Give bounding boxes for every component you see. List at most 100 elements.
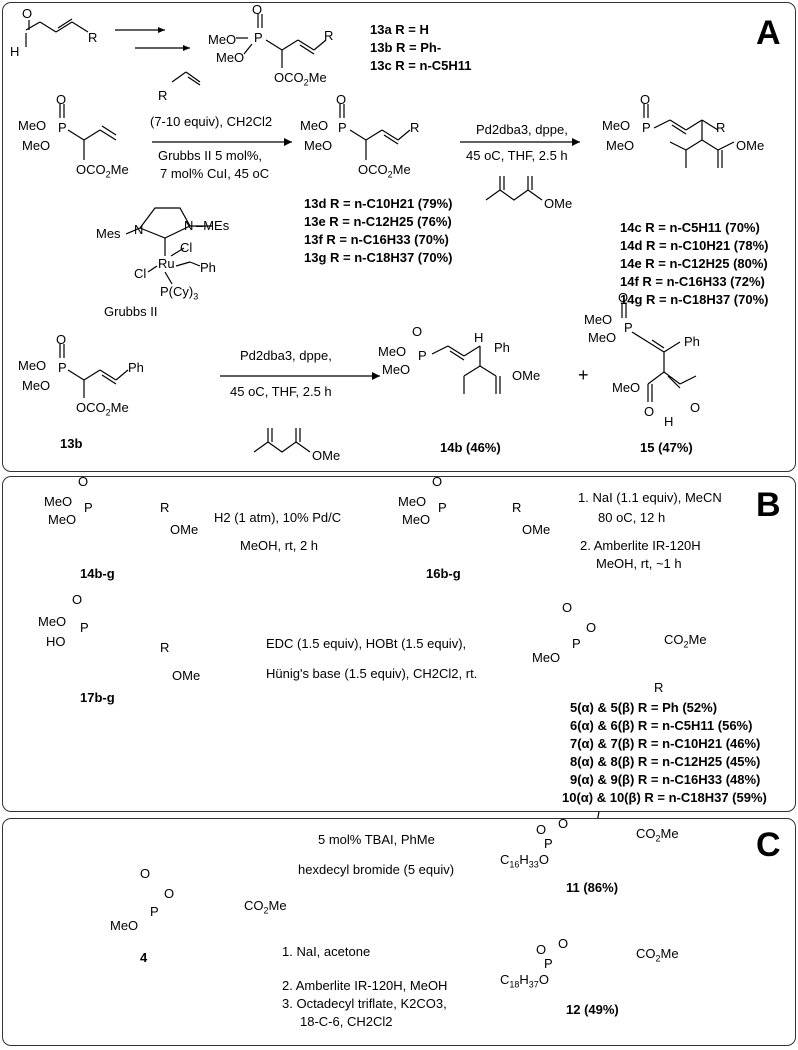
- atom-p-allyl: P: [58, 120, 67, 135]
- atom-meo-16bg-2: MeO: [402, 512, 431, 527]
- atom-meo-ring-4: MeO: [110, 918, 139, 933]
- atom-pcy3: P(Cy)3: [160, 284, 199, 302]
- atom-o-ring-12: O: [558, 936, 569, 951]
- condition-row3-top: Pd2dba3, dppe,: [240, 348, 332, 363]
- atom-oco2me-13d: OCO2Me: [358, 162, 411, 180]
- atom-meo-15-1: MeO: [584, 312, 613, 327]
- atom-o-14bg: O: [78, 474, 89, 489]
- atom-r-14: R: [716, 120, 726, 135]
- enal-structure: [25, 18, 89, 47]
- atom-co2me-ring-12: CO2Me: [636, 946, 679, 964]
- atom-ome-14b: OMe: [512, 368, 541, 383]
- atom-o-15b: O: [644, 404, 655, 419]
- atom-o-16bg: O: [432, 474, 443, 489]
- keto-ester-structure-14b: [431, 345, 501, 394]
- condition-hydrogenation-bottom: MeOH, rt, 2 h: [240, 538, 319, 553]
- panel-b: [2, 476, 796, 812]
- condition-hydrogenation-top: H2 (1 atm), 10% Pd/C: [214, 510, 342, 525]
- product-14b: 14b (46%): [440, 440, 501, 455]
- atom-o-ring-b: O: [586, 620, 597, 635]
- product-7: 7(α) & 7(β) R = n-C10H21 (46%): [570, 736, 761, 751]
- atom-o-15: O: [618, 290, 629, 305]
- atom-p-16bg: P: [438, 500, 447, 515]
- atom-meo-13b-r3-1: MeO: [18, 358, 47, 373]
- terminal-alkene-structure: [171, 71, 201, 86]
- atom-o-13b-r3: O: [56, 332, 67, 347]
- atom-r-ring-b: R: [654, 680, 664, 695]
- atom-o-13: O: [252, 2, 263, 17]
- atom-r-13: R: [324, 28, 334, 43]
- atom-o-allyl: O: [56, 92, 67, 107]
- panel-a: [2, 2, 796, 472]
- atom-meo-13b-r3-2: MeO: [22, 378, 51, 393]
- atom-meo-13d-2: MeO: [304, 138, 333, 153]
- atom-o-14: O: [640, 92, 651, 107]
- atom-h-14b: H: [474, 330, 484, 345]
- product-13d: 13d R = n-C10H21 (79%): [304, 196, 453, 211]
- phosphonate-structure-13d: [339, 104, 411, 160]
- atom-meo-15-3: MeO: [612, 380, 641, 395]
- atom-p-13b-r3: P: [58, 360, 67, 375]
- atom-p-14: P: [642, 120, 651, 135]
- atom-r-enal: R: [88, 30, 98, 45]
- atom-o-ring-4: O: [164, 886, 175, 901]
- product-14e: 14e R = n-C12H25 (80%): [620, 256, 768, 271]
- product-5: 5(α) & 5(β) R = Ph (52%): [570, 700, 718, 715]
- product-13g: 13g R = n-C18H37 (70%): [304, 250, 453, 265]
- condition-metathesis-b2: 7 mol% CuI, 45 oC: [160, 166, 270, 181]
- product-9: 9(α) & 9(β) R = n-C16H33 (48%): [570, 772, 761, 787]
- atom-meo-14-2: MeO: [606, 138, 635, 153]
- product-14g: 14g R = n-C18H37 (70%): [620, 292, 769, 307]
- atom-p-ring-11: P: [544, 836, 553, 851]
- atom-co2me-ring-11: CO2Me: [636, 826, 679, 844]
- methyl-acetoacetate-structure-2: [253, 428, 311, 453]
- condition-row3-bottom: 45 oC, THF, 2.5 h: [230, 384, 332, 399]
- atom-r-13d: R: [410, 120, 420, 135]
- atom-p-15: P: [624, 320, 633, 335]
- condition-dealkylation-3: 2. Amberlite IR-120H: [580, 538, 701, 553]
- atom-ome-acac: OMe: [544, 196, 573, 211]
- product-10: 10(α) & 10(β) R = n-C18H37 (59%): [562, 790, 767, 805]
- product-15: 15 (47%): [640, 440, 693, 455]
- condition-triflate-1: 1. NaI, acetone: [282, 944, 371, 959]
- compound-label-17bg: 17b-g: [80, 690, 115, 705]
- atom-n-2: N: [184, 218, 194, 233]
- atom-meo-16bg-1: MeO: [398, 494, 427, 509]
- product-label-13a: 13a R = H: [370, 22, 429, 37]
- condition-triflate-3: 3. Octadecyl triflate, K2CO3,: [282, 996, 447, 1011]
- product-14c: 14c R = n-C5H11 (70%): [620, 220, 760, 235]
- atom-o-14b: O: [412, 324, 423, 339]
- compound-label-4: 4: [140, 950, 148, 965]
- product-14d: 14d R = n-C10H21 (78%): [620, 238, 769, 253]
- atom-o-17bg: O: [72, 592, 83, 607]
- atom-o-exo-12: O: [536, 942, 547, 957]
- compound-label-16bg: 16b-g: [426, 566, 461, 581]
- atom-meo-14bg-2: MeO: [48, 512, 77, 527]
- atom-co2me-ring-b: CO2Me: [664, 632, 707, 650]
- atom-meo-13b: MeO: [216, 50, 245, 65]
- atom-meo-14b-2: MeO: [382, 362, 411, 377]
- phosphonate-structure-13: [236, 14, 327, 68]
- atom-ome-17bg: OMe: [172, 668, 201, 683]
- product-8: 8(α) & 8(β) R = n-C12H25 (45%): [570, 754, 761, 769]
- panel-c: [2, 818, 796, 1046]
- atom-r-16bg: R: [512, 500, 522, 515]
- product-11: 11 (86%): [566, 880, 619, 895]
- atom-meo-13a: MeO: [208, 32, 237, 47]
- atom-mes-2: –MEs: [196, 218, 230, 233]
- atom-cl-2: Cl: [134, 266, 147, 281]
- atom-co2me-ring-4: CO2Me: [244, 898, 287, 916]
- atom-oco2me-allyl: OCO2Me: [76, 162, 129, 180]
- atom-o-exo-11: O: [536, 822, 547, 837]
- condition-cyclization-top: EDC (1.5 equiv), HOBt (1.5 equiv),: [266, 636, 467, 651]
- product-13f: 13f R = n-C16H33 (70%): [304, 232, 449, 247]
- condition-metathesis-top: (7-10 equiv), CH2Cl2: [150, 114, 273, 129]
- enol-structure-15: [621, 304, 697, 402]
- atom-ho-17bg: HO: [46, 634, 66, 649]
- condition-alkylation-top: 5 mol% TBAI, PhMe: [318, 832, 435, 847]
- product-14f: 14f R = n-C16H33 (72%): [620, 274, 765, 289]
- atom-meo-14bg-1: MeO: [44, 494, 73, 509]
- atom-c16-ring-11: C16H33O: [500, 852, 549, 870]
- atom-o-exo-4: O: [140, 866, 151, 881]
- atom-oco2me-13b-r3: OCO2Me: [76, 400, 129, 418]
